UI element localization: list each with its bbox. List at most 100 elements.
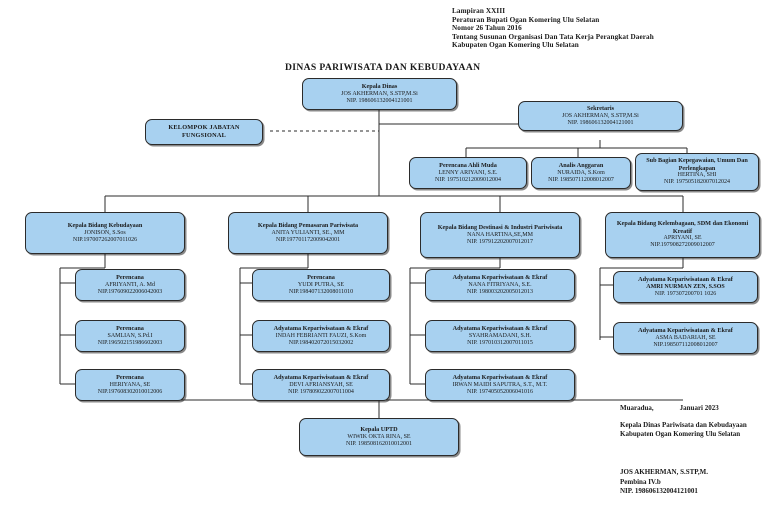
node-title: Sub Bagian Kepegawaian, Umum Dan Perleng… xyxy=(646,157,748,172)
node-title: Adyatama Kepariwisataan & Ekraf xyxy=(638,276,733,284)
node-title: Adyatama Kepariwisataan & Ekraf xyxy=(452,325,548,333)
node-name: IRWAN MAIDI SAPUTRA, S.T., M.T. xyxy=(452,381,548,388)
node-nip: NIP. 197510212009012004 xyxy=(434,176,501,183)
signature-date-block: Muaradua, Januari 2023 xyxy=(620,404,719,413)
node-nip: NIP.198507112008012007 xyxy=(653,341,718,348)
node-kebudayaan-staff-3[interactable]: Perencana HERIYANA, SE NIP.1976083020100… xyxy=(75,369,185,401)
node-name: JONISON, S.Sos xyxy=(84,229,126,236)
node-name: INDAH FEBRIANTI FAUZI, S.Kom xyxy=(275,332,367,339)
node-name: NANA HARTINA,SE,MM xyxy=(467,231,533,238)
node-name: AFRIYANTI, A. Md xyxy=(104,281,155,288)
node-name: WIWIK OKTA RINA, SE xyxy=(347,433,411,440)
node-nip: NIP.196502151986602003 xyxy=(97,339,163,346)
node-nip: NIP. 198606132004121001 xyxy=(346,97,413,104)
node-title: Sekretaris xyxy=(586,105,615,113)
node-title: KELOMPOK JABATAN FUNGSIONAL xyxy=(168,124,240,139)
node-sekretaris[interactable]: Sekretaris JOS AKHERMAN, S.STP,M.Si NIP.… xyxy=(518,101,683,131)
node-name: ANITA YULIANTI, SE., MM xyxy=(271,229,345,236)
node-name: NURAIDA, S.Kom xyxy=(557,169,605,176)
node-nip: NIP. 198003202005012013 xyxy=(466,288,533,295)
node-title: Perencana xyxy=(116,374,144,382)
node-pemasaran-staff-3[interactable]: Adyatama Kepariwisataan & Ekraf DEVI AFR… xyxy=(252,369,390,401)
header-line-4: Tentang Susunan Organisasi Dan Tata Kerj… xyxy=(452,32,654,41)
node-nip: NIP. 197809022007011004 xyxy=(288,388,354,395)
node-title: Kepala UPTD xyxy=(360,426,398,434)
node-destinasi-staff-1[interactable]: Adyatama Kepariwisataan & Ekraf NANA FIT… xyxy=(425,269,575,301)
node-sub-bagian-kepegawaian[interactable]: Sub Bagian Kepegawaian, Umum Dan Perleng… xyxy=(635,153,759,191)
node-nip: NIP. 197912202007012017 xyxy=(466,238,533,245)
node-name: YUDI PUTRA, SE xyxy=(297,281,345,288)
node-kelembagaan-staff-2[interactable]: Adyatama Kepariwisataan & Ekraf ASMA BAD… xyxy=(613,322,758,354)
node-nip: NIP.197007262007011026 xyxy=(72,236,138,243)
node-nip: NIP. 197307200701 1026 xyxy=(654,290,717,297)
page-title: DINAS PARIWISATA DAN KEBUDAYAAN xyxy=(285,62,481,73)
signatory-name: JOS AKHERMAN, S.STP,M. xyxy=(620,468,709,476)
node-title: Kepala Bidang Pemasaran Pariwisata xyxy=(257,222,359,230)
node-nip: NIP.198402072015032002 xyxy=(288,339,354,346)
header-line-1: Lampiran XXIII xyxy=(452,7,506,15)
node-nip: NIP. 198606132004121001 xyxy=(567,119,634,126)
node-analis-anggaran[interactable]: Analis Anggaran NURAIDA, S.Kom NIP. 1985… xyxy=(531,157,631,189)
node-nip: NIP.198407132008011010 xyxy=(288,288,354,295)
signature-place: Muaradua, xyxy=(620,404,654,412)
node-nip: NIP. 198507112008012007 xyxy=(548,176,614,183)
header-line-3: Nomor 26 Tahun 2016 xyxy=(452,24,522,33)
node-name: SYAHRAMADANI, S.H. xyxy=(468,332,532,339)
node-kabid-pemasaran-pariwisata[interactable]: Kepala Bidang Pemasaran Pariwisata ANITA… xyxy=(228,212,388,254)
signature-role-line-2: Kabupaten Ogan Komering Ulu Selatan xyxy=(620,430,741,438)
header-line-2: Peraturan Bupati Ogan Komering Ulu Selat… xyxy=(452,15,600,24)
node-title: Adyatama Kepariwisataan & Ekraf xyxy=(452,374,548,382)
node-name: APRIYANI, SE xyxy=(663,235,702,242)
node-pemasaran-staff-2[interactable]: Adyatama Kepariwisataan & Ekraf INDAH FE… xyxy=(252,320,390,352)
signature-name-block: JOS AKHERMAN, S.STP,M. Pembina IV.b NIP.… xyxy=(620,468,708,497)
node-name: DEVI AFRIANSYAH, SE xyxy=(289,381,353,388)
node-name: SAMLIAN, S.Pd.I xyxy=(107,332,153,339)
node-nip: NIP.197701172009042001 xyxy=(275,236,341,243)
node-nip: NIP.197609022006042003 xyxy=(97,288,163,295)
node-nip: NIP. 197010312007011015 xyxy=(467,339,533,346)
node-name: HERTINA, SHI xyxy=(677,172,717,179)
header-line-5: Kabupaten Ogan Komering Ulu Selatan xyxy=(452,41,579,50)
document-header-note: Lampiran XXIII Peraturan Bupati Ogan Kom… xyxy=(452,7,762,50)
node-kepala-dinas[interactable]: Kepala Dinas JOS AKHERMAN, S.STP,M.Si NI… xyxy=(302,78,457,110)
signatory-nip: NIP. 198606132004121001 xyxy=(620,487,698,496)
node-title: Perencana xyxy=(307,274,335,282)
node-title: Kepala Bidang Kebudayaan xyxy=(67,222,143,230)
signatory-rank: Pembina IV.b xyxy=(620,477,661,486)
node-kebudayaan-staff-1[interactable]: Perencana AFRIYANTI, A. Md NIP.197609022… xyxy=(75,269,185,301)
node-nip: NIP. 198508162010012001 xyxy=(345,440,412,447)
node-perencana-ahli-muda[interactable]: Perencana Ahli Muda LENNY ARIYANI, S.E. … xyxy=(409,157,527,189)
node-kabid-kebudayaan[interactable]: Kepala Bidang Kebudayaan JONISON, S.Sos … xyxy=(25,212,185,254)
signature-role-block: Kepala Dinas Pariwisata dan Kebudayaan K… xyxy=(620,421,747,439)
node-kebudayaan-staff-2[interactable]: Perencana SAMLIAN, S.Pd.I NIP.1965021519… xyxy=(75,320,185,352)
node-pemasaran-staff-1[interactable]: Perencana YUDI PUTRA, SE NIP.19840713200… xyxy=(252,269,390,301)
node-title: Adyatama Kepariwisataan & Ekraf xyxy=(273,374,369,382)
node-nip: NIP.197908272009012007 xyxy=(650,242,715,249)
node-title: Analis Anggaran xyxy=(558,162,604,170)
node-destinasi-staff-2[interactable]: Adyatama Kepariwisataan & Ekraf SYAHRAMA… xyxy=(425,320,575,352)
node-name: HERIYANA, SE xyxy=(109,381,151,388)
node-kabid-kelembagaan-sdm[interactable]: Kepala Bidang Kelembagaan, SDM dan Ekono… xyxy=(605,212,760,258)
node-destinasi-staff-3[interactable]: Adyatama Kepariwisataan & Ekraf IRWAN MA… xyxy=(425,369,575,401)
node-name: JOS AKHERMAN, S.STP,M.Si xyxy=(562,112,639,119)
node-kabid-destinasi-industri[interactable]: Kepala Bidang Destinasi & Industri Pariw… xyxy=(420,212,580,258)
node-name: LENNY ARIYANI, S.E. xyxy=(438,169,498,176)
node-title: Perencana xyxy=(116,274,144,282)
node-name: JOS AKHERMAN, S.STP,M.Si xyxy=(341,90,418,97)
node-kelembagaan-staff-1[interactable]: Adyatama Kepariwisataan & Ekraf AMRI NUR… xyxy=(613,271,758,303)
node-title: Kepala Dinas xyxy=(361,83,398,91)
node-name: NANA FITRIYANA, S.E. xyxy=(468,281,532,288)
node-title: Kepala Bidang Kelembagaan, SDM dan Ekono… xyxy=(616,220,749,235)
signature-date: Januari 2023 xyxy=(679,404,719,412)
node-title: Adyatama Kepariwisataan & Ekraf xyxy=(452,274,548,282)
node-name: AMRI NURMAN ZEN, S.SOS xyxy=(646,283,725,290)
node-title: Adyatama Kepariwisataan & Ekraf xyxy=(638,327,733,335)
node-kepala-uptd[interactable]: Kepala UPTD WIWIK OKTA RINA, SE NIP. 198… xyxy=(299,418,459,456)
node-title: Perencana xyxy=(116,325,144,333)
node-nip: NIP. 197505182007012024 xyxy=(663,179,730,186)
node-title: Adyatama Kepariwisataan & Ekraf xyxy=(273,325,369,333)
node-kelompok-jabatan-fungsional[interactable]: KELOMPOK JABATAN FUNGSIONAL xyxy=(145,119,263,145)
node-nip: NIP.197608302010012006 xyxy=(97,388,163,395)
node-nip: NIP. 197405052006041016 xyxy=(466,388,533,395)
